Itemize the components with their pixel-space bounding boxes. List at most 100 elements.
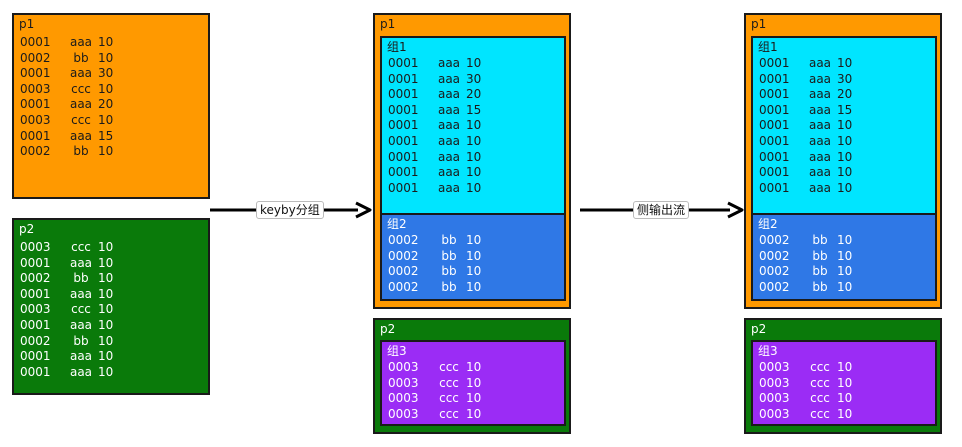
record-value: 20	[466, 87, 482, 102]
record-name: bb	[73, 50, 89, 65]
record-key: 0003	[388, 406, 419, 421]
record-row: 0001 aaa 10	[388, 118, 496, 134]
record-name: ccc	[810, 375, 830, 390]
record-value: 10	[98, 349, 114, 364]
record-name: bb	[441, 264, 457, 279]
record-key: 0003	[759, 375, 790, 390]
record-name: ccc	[71, 240, 91, 254]
record-value: 10	[466, 233, 482, 247]
record-name: aaa	[808, 149, 832, 164]
record-value: 15	[98, 128, 114, 143]
record-value: 10	[98, 317, 114, 332]
record-name: aaa	[437, 118, 461, 133]
record-value: 10	[466, 149, 482, 164]
record-value: 20	[98, 97, 114, 112]
record-value: 10	[98, 81, 114, 96]
right-p2-title: p2	[751, 322, 767, 336]
record-name: ccc	[810, 391, 830, 406]
record-key: 0002	[388, 248, 419, 263]
record-name: aaa	[437, 102, 461, 117]
record-value: 20	[837, 87, 853, 102]
record-name: bb	[73, 144, 89, 159]
record-key: 0003	[388, 360, 419, 374]
record-key: 0002	[388, 233, 419, 247]
record-value: 10	[466, 406, 482, 421]
record-key: 0001	[20, 128, 51, 143]
record-key: 0001	[388, 165, 419, 180]
record-key: 0001	[20, 349, 51, 364]
record-name: bb	[812, 233, 828, 247]
record-name: bb	[441, 233, 457, 247]
record-key: 0001	[388, 118, 419, 133]
record-name: aaa	[808, 165, 832, 180]
record-row: 0001 aaa 10	[20, 318, 128, 334]
record-key: 0002	[759, 279, 790, 294]
record-name: aaa	[808, 118, 832, 133]
record-key: 0001	[20, 364, 51, 379]
record-value: 10	[837, 118, 853, 133]
record-value: 10	[98, 112, 114, 127]
record-key: 0001	[759, 56, 790, 70]
record-value: 10	[466, 279, 482, 294]
record-key: 0001	[20, 66, 51, 81]
middle-group3-title: 组3	[387, 344, 407, 358]
record-name: bb	[73, 333, 89, 348]
record-value: 10	[466, 118, 482, 133]
record-value: 10	[98, 333, 114, 348]
record-name: aaa	[437, 180, 461, 195]
record-value: 10	[837, 165, 853, 180]
record-value: 10	[837, 360, 853, 374]
record-name: bb	[812, 248, 828, 263]
record-name: aaa	[808, 180, 832, 195]
record-key: 0003	[759, 391, 790, 406]
record-name: bb	[73, 271, 89, 286]
record-value: 10	[98, 50, 114, 65]
record-name: ccc	[439, 391, 459, 406]
record-name: aaa	[808, 133, 832, 148]
record-key: 0001	[20, 317, 51, 332]
middle-p1-title: p1	[380, 17, 396, 31]
record-key: 0001	[20, 286, 51, 301]
record-name: ccc	[439, 360, 459, 374]
right-group2-title: 组2	[758, 217, 778, 231]
record-value: 10	[837, 56, 853, 70]
record-value: 10	[98, 286, 114, 301]
record-row: 0002 bb 10	[388, 233, 496, 249]
record-name: aaa	[69, 317, 93, 332]
record-key: 0002	[388, 264, 419, 279]
record-value: 10	[98, 271, 114, 286]
record-name: aaa	[69, 364, 93, 379]
record-key: 0003	[20, 81, 51, 96]
middle-group1-title: 组1	[387, 40, 407, 54]
record-value: 10	[466, 56, 482, 70]
record-value: 30	[837, 71, 853, 86]
record-key: 0002	[388, 279, 419, 294]
record-value: 10	[98, 144, 114, 159]
record-value: 10	[466, 133, 482, 148]
record-name: aaa	[437, 149, 461, 164]
